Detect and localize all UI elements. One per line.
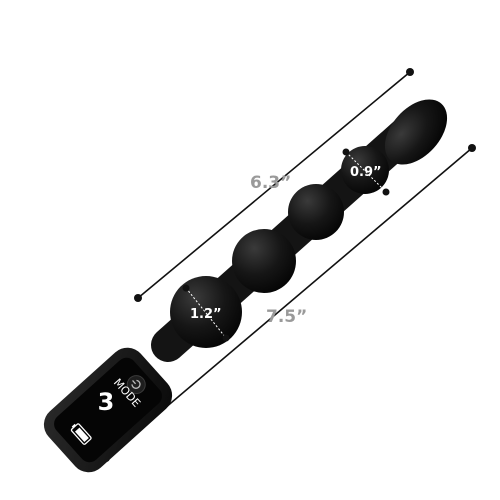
- label-insertable-length: 6.3”: [250, 173, 291, 193]
- toy-tip: [384, 99, 448, 165]
- lcd-mode-value: 3: [98, 388, 115, 416]
- bead-medium-1: [288, 184, 344, 240]
- large-bead-diameter-marker: [182, 284, 230, 342]
- small-bead-diameter-marker: [342, 148, 390, 196]
- label-total-length: 7.5”: [266, 307, 307, 327]
- power-icon[interactable]: [124, 372, 149, 397]
- label-small-bead-diameter: 0.9”: [350, 165, 382, 180]
- bead-large: [170, 276, 242, 348]
- bead-medium-2: [232, 229, 296, 293]
- label-large-bead-diameter: 1.2”: [190, 307, 222, 322]
- bead-small: [341, 146, 389, 194]
- battery-icon: [70, 423, 92, 445]
- dimension-line-insertable: [134, 68, 414, 302]
